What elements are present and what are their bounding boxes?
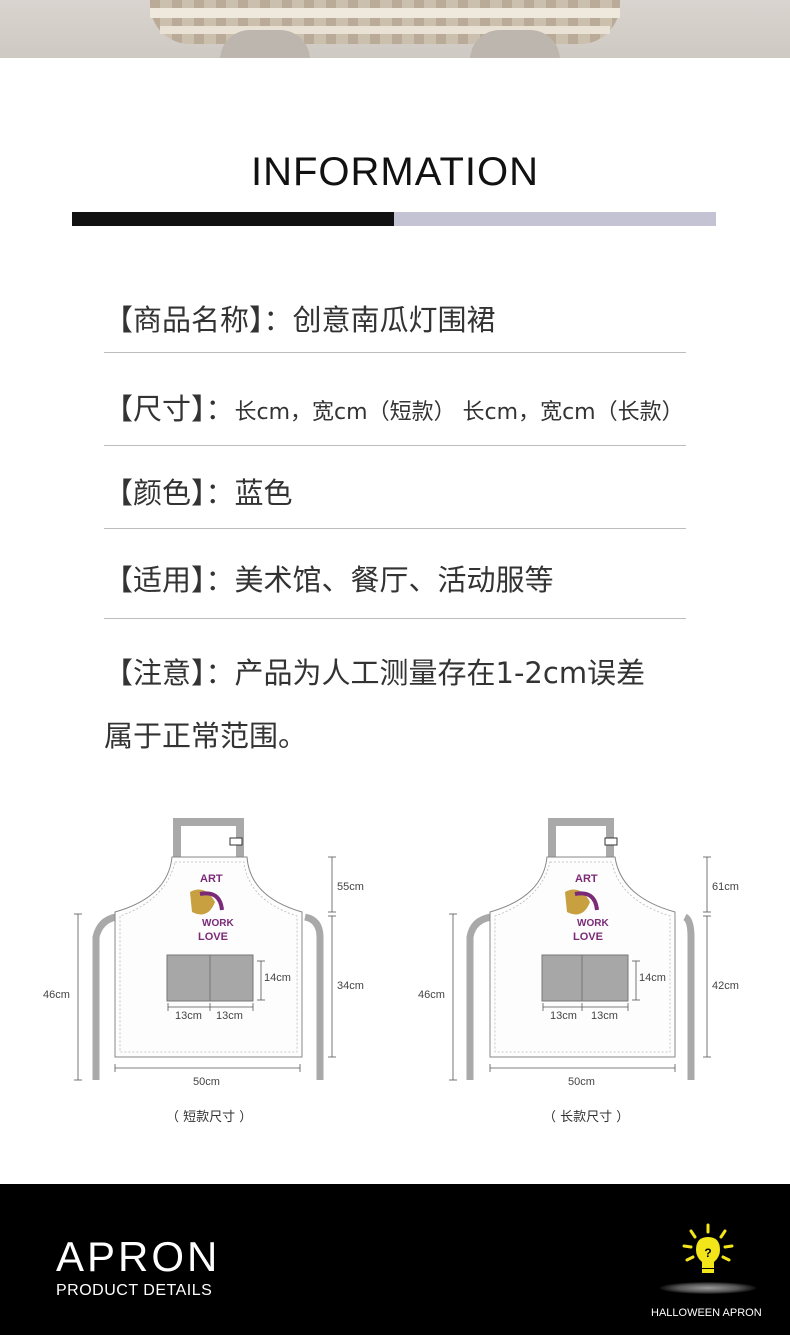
note-value-2: 属于正常范围。 (104, 719, 308, 753)
usage-value: 美术馆、餐厅、活动服等 (234, 563, 554, 597)
short-apron-diagram: ART WORK LOVE 55cm 34cm 46cm 14cm 13cm (40, 812, 364, 1102)
long-width-label: 50cm (568, 1076, 595, 1088)
divider (104, 528, 686, 529)
note-value-1: 产品为人工测量存在1-2cm误差 (234, 656, 646, 690)
short-total-label: 46cm (43, 989, 70, 1001)
art-graphic: ART WORK LOVE (565, 873, 609, 943)
svg-text:LOVE: LOVE (198, 931, 228, 943)
long-total-label: 46cm (418, 989, 445, 1001)
short-apron-drawing: ART WORK LOVE (74, 818, 336, 1081)
svg-text:WORK: WORK (202, 918, 234, 929)
title-underline-dark (72, 212, 394, 226)
long-pocket-height-label: 14cm (639, 972, 666, 984)
divider (104, 445, 686, 446)
long-pocket-width-label-1: 13cm (550, 1010, 577, 1022)
footer-subtitle: PRODUCT DETAILS (56, 1282, 213, 1299)
divider (104, 352, 686, 353)
info-row-size: 【尺寸】：长cm，宽cm（短款） 长cm，宽cm（长款） (104, 386, 686, 428)
color-value: 蓝色 (234, 476, 293, 510)
info-row-note: 【注意】：产品为人工测量存在1-2cm误差 属于正常范围。 (104, 642, 704, 768)
short-width-label: 50cm (193, 1076, 220, 1088)
short-size-caption: （ 短款尺寸 ） (166, 1110, 253, 1125)
usage-label: 【适用】： (104, 563, 235, 597)
size-value: 长cm，宽cm（短款） 长cm，宽cm（长款） (234, 400, 684, 425)
svg-text:ART: ART (200, 873, 223, 885)
footer-badge: HALLOWEEN APRON (651, 1307, 762, 1319)
color-label: 【颜色】： (104, 476, 235, 510)
note-label: 【注意】： (104, 656, 235, 690)
info-row-usage: 【适用】：美术馆、餐厅、活动服等 (104, 557, 686, 599)
svg-text:LOVE: LOVE (573, 931, 603, 943)
short-pocket-width-label-2: 13cm (216, 1010, 243, 1022)
name-value: 创意南瓜灯围裙 (292, 303, 496, 337)
footer-title: APRON (56, 1233, 221, 1280)
long-bib-label: 61cm (712, 881, 739, 893)
lightbulb-icon: ? (682, 1223, 734, 1273)
long-pocket-width-label-2: 13cm (591, 1010, 618, 1022)
svg-text:ART: ART (575, 873, 598, 885)
bulb-glow (660, 1282, 756, 1294)
art-graphic: ART WORK LOVE (190, 873, 234, 943)
long-body-label: 42cm (712, 980, 739, 992)
long-apron-drawing: ART WORK LOVE (449, 818, 711, 1081)
title-underline-light (394, 212, 716, 226)
svg-text:?: ? (704, 1246, 711, 1260)
page-title: INFORMATION (250, 150, 539, 194)
short-pocket-height-label: 14cm (264, 972, 291, 984)
product-photo (0, 0, 790, 58)
short-pocket-width-label-1: 13cm (175, 1010, 202, 1022)
divider (104, 618, 686, 619)
short-bib-label: 55cm (337, 881, 364, 893)
info-row-name: 【商品名称】：创意南瓜灯围裙 (104, 297, 686, 339)
long-apron-diagram: ART WORK LOVE 61cm 42cm 46cm 14cm 13cm 1… (415, 812, 739, 1102)
footer (0, 1184, 790, 1335)
name-label: 【商品名称】： (104, 303, 293, 337)
info-row-color: 【颜色】：蓝色 (104, 470, 686, 512)
long-size-caption: （ 长款尺寸 ） (543, 1110, 630, 1125)
svg-text:WORK: WORK (577, 918, 609, 929)
short-body-label: 34cm (337, 980, 364, 992)
size-label: 【尺寸】： (104, 392, 235, 426)
